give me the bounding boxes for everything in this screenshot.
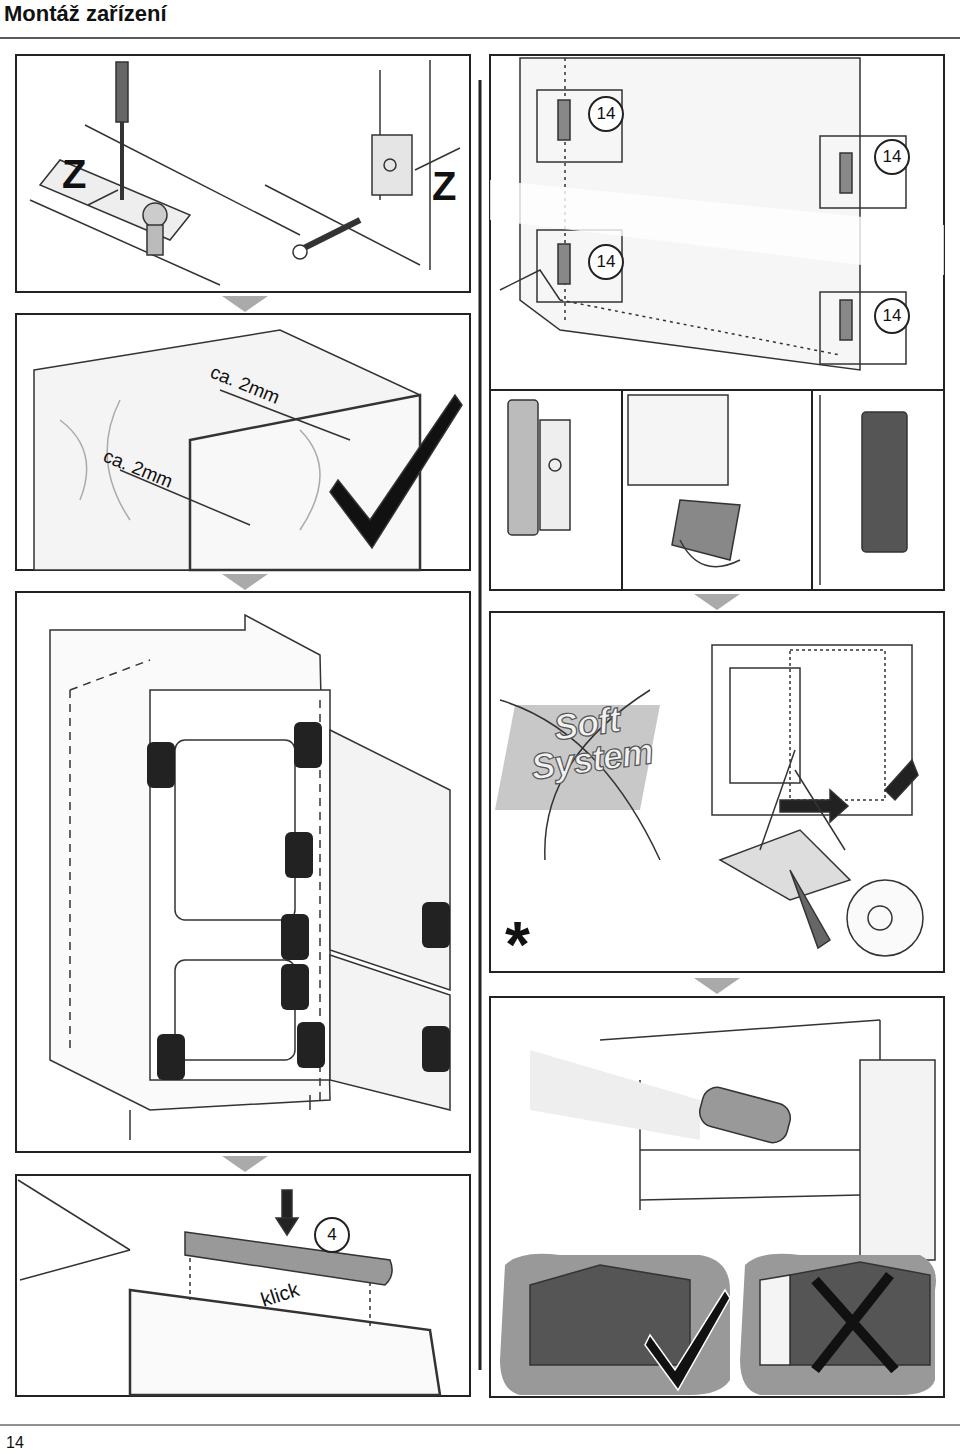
label-text: * (505, 910, 530, 980)
page-title: Montáž zařízení (4, 2, 167, 26)
label-text: klick (258, 1278, 302, 1311)
callout-number: 14 (874, 139, 910, 175)
label-text: 14 (6, 1434, 24, 1452)
callout-number: 14 (588, 96, 624, 132)
callout-number: 14 (874, 298, 910, 334)
callout-number: 4 (314, 1217, 350, 1253)
callout-number: 14 (588, 244, 624, 280)
label-text: Z (62, 152, 86, 196)
label-text: Z (432, 164, 456, 208)
